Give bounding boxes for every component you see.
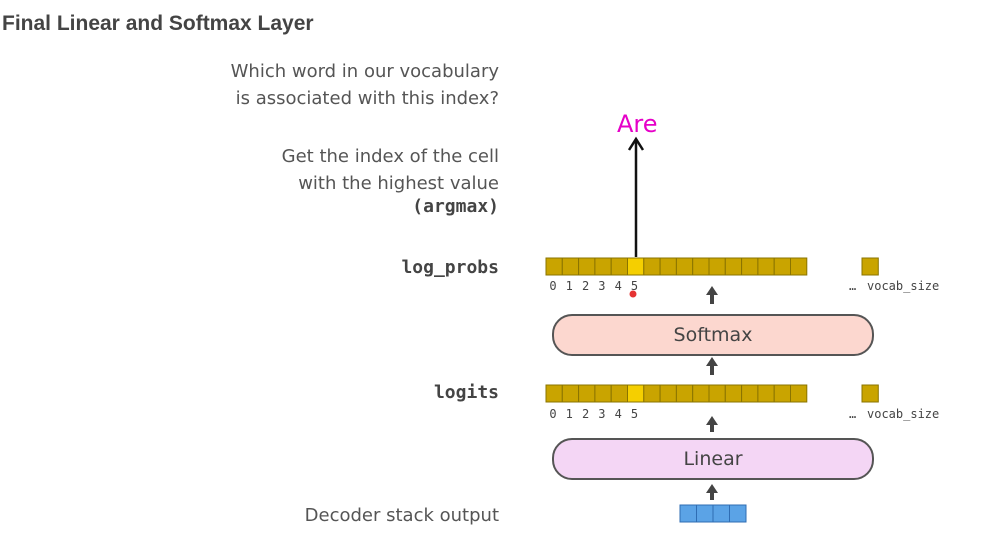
logits-cell-14 (773, 384, 792, 403)
log-probs-cell-10 (708, 257, 726, 276)
logits-index-label-3: 3 (598, 407, 605, 421)
decoder-cell-1 (696, 504, 714, 523)
softmax-layer: Softmax (552, 314, 874, 356)
log-probs-ellipsis: … (849, 279, 856, 293)
log-probs-cell-9 (692, 257, 710, 276)
softmax-to-log-probs-arrow (706, 286, 718, 304)
log-probs-cell-14 (773, 257, 792, 276)
decoder-cell-2 (712, 504, 730, 523)
argmax-description: Get the index of the cell with the highe… (282, 143, 499, 217)
logits-cell-0 (545, 384, 563, 403)
log-probs-cell-1 (561, 257, 580, 276)
argmax-code: (argmax) (412, 196, 499, 217)
logits-index-label-4: 4 (615, 407, 622, 421)
log-probs-label: log_probs (401, 257, 499, 278)
log-probs-cell-7 (659, 257, 677, 276)
logits-last-cell (861, 384, 879, 403)
flow-arrows (627, 136, 718, 500)
logits-vector (545, 384, 879, 403)
logits-cell-8 (675, 384, 694, 403)
question-line-2: is associated with this index? (235, 88, 499, 109)
question-line-1: Which word in our vocabulary (230, 61, 499, 82)
logits-cell-11 (724, 384, 743, 403)
log-probs-cell-3 (594, 257, 612, 276)
softmax-label: Softmax (673, 324, 753, 346)
logits-cell-13 (757, 384, 775, 403)
logits-index-label-0: 0 (549, 407, 556, 421)
argmax-marker-dot (629, 290, 637, 298)
log-probs-index-label-1: 1 (566, 279, 573, 293)
log-probs-index-label-4: 4 (615, 279, 622, 293)
page-title: Final Linear and Softmax Layer (2, 12, 314, 35)
log-probs-cell-5 (627, 257, 645, 276)
logits-cell-6 (643, 384, 661, 403)
argmax-line-1: Get the index of the cell (281, 146, 499, 167)
logits-cell-15 (790, 384, 808, 403)
log-probs-cell-15 (790, 257, 808, 276)
logits-label: logits (433, 382, 499, 403)
log-probs-cell-6 (643, 257, 661, 276)
vocabulary-question: Which word in our vocabulary is associat… (231, 58, 499, 112)
linear-layer: Linear (552, 438, 874, 480)
log-probs-last-cell (861, 257, 879, 276)
decoder-output-label: Decoder stack output (304, 505, 499, 526)
logits-cell-7 (659, 384, 677, 403)
log-probs-index-label-5: 5 (631, 279, 638, 293)
log-probs-cell-2 (578, 257, 596, 276)
log-probs-cell-12 (741, 257, 759, 276)
decoder-output-vector (679, 504, 747, 523)
logits-vocab-size-label: vocab_size (867, 407, 939, 421)
log-probs-cell-8 (675, 257, 694, 276)
logits-cell-9 (692, 384, 710, 403)
decoder-cell-3 (729, 504, 747, 523)
log-probs-index-label-2: 2 (582, 279, 589, 293)
argmax-line-2: with the highest value (298, 173, 499, 194)
logits-index-label-1: 1 (566, 407, 573, 421)
log-probs-index-label-3: 3 (598, 279, 605, 293)
log-probs-vocab-size-label: vocab_size (867, 279, 939, 293)
logits-ellipsis: … (849, 407, 856, 421)
logits-cell-5 (627, 384, 645, 403)
log-probs-cell-11 (724, 257, 743, 276)
logits-index-label-5: 5 (631, 407, 638, 421)
linear-label: Linear (683, 448, 743, 470)
log-probs-vector (545, 257, 879, 276)
logits-cell-1 (561, 384, 580, 403)
logits-cell-3 (594, 384, 612, 403)
output-word: Are (617, 110, 658, 138)
log-probs-cell-0 (545, 257, 563, 276)
logits-cell-4 (610, 384, 629, 403)
log-probs-cell-13 (757, 257, 775, 276)
argmax-arrow-head (627, 136, 645, 151)
logits-index-label-2: 2 (582, 407, 589, 421)
log-probs-cell-4 (610, 257, 629, 276)
logits-cell-10 (708, 384, 726, 403)
logits-cell-2 (578, 384, 596, 403)
log-probs-index-label-0: 0 (549, 279, 556, 293)
logits-cell-12 (741, 384, 759, 403)
logits-to-softmax-arrow (706, 357, 718, 375)
decoder-cell-0 (679, 504, 697, 523)
linear-to-logits-arrow (706, 416, 718, 432)
decoder-to-linear-arrow (706, 484, 718, 500)
